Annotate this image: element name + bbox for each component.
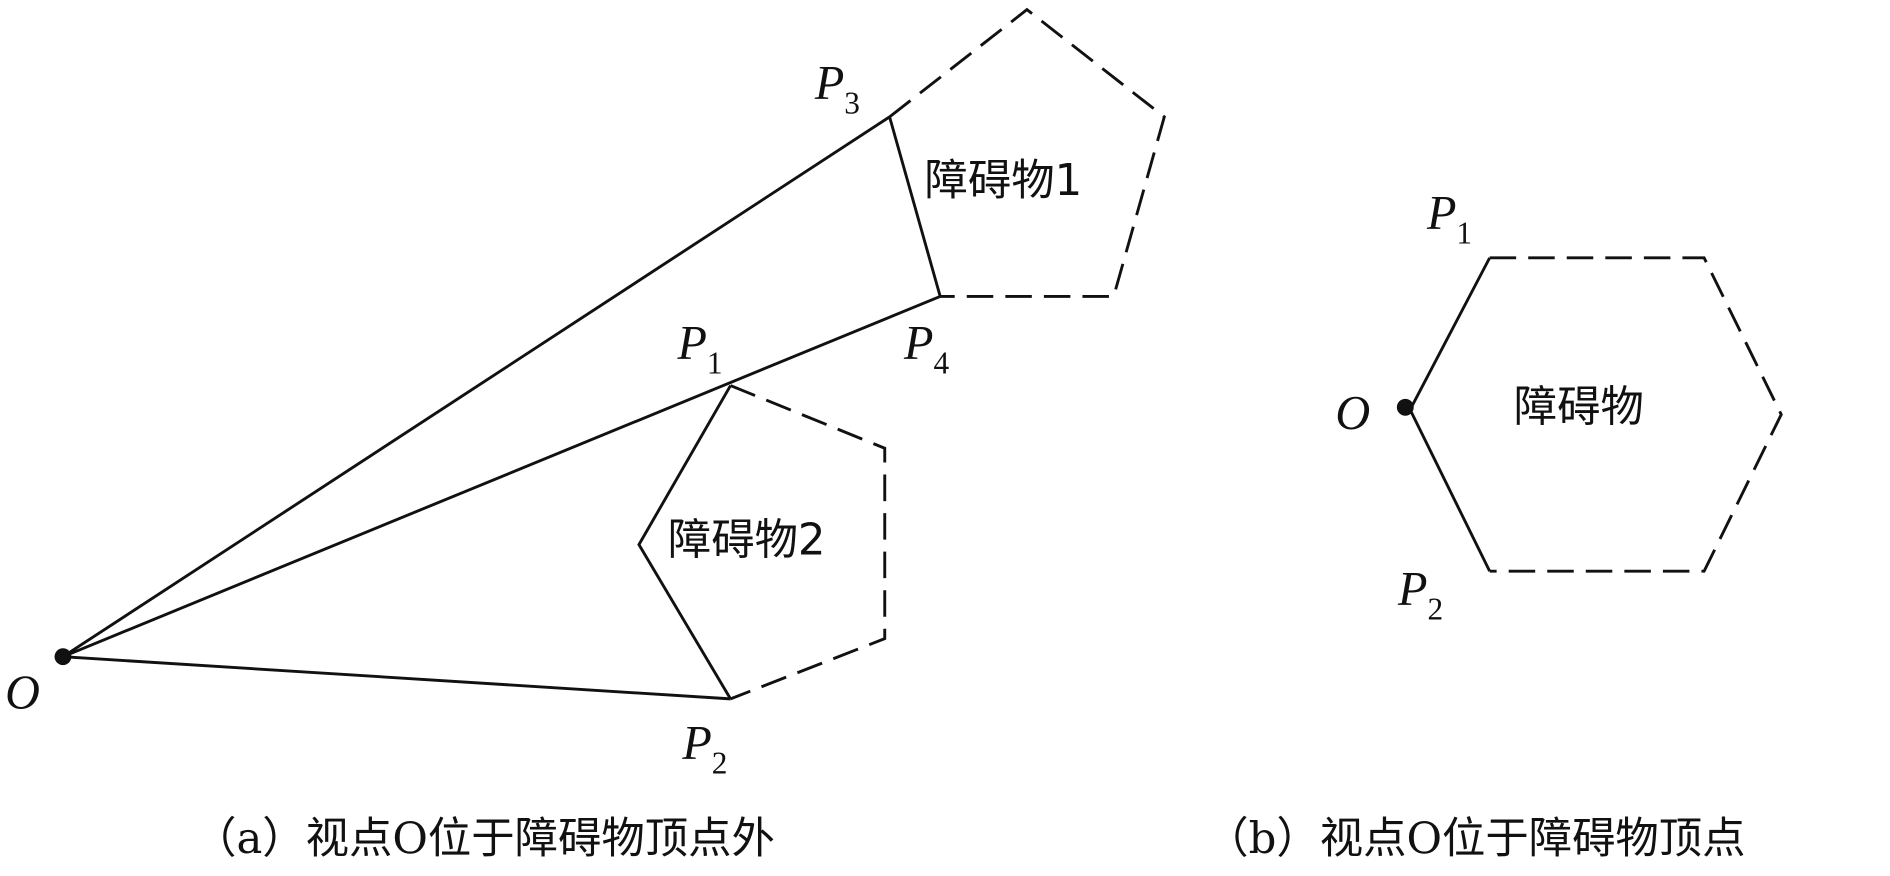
caption-b: （b）视点O位于障碍物顶点 (1205, 814, 1745, 864)
obstacle2-visible-edges (637, 384, 732, 700)
ray-o-p4 (62, 295, 941, 659)
obstacle2-hidden-edges (729, 384, 887, 701)
ray-o-p2 (62, 655, 731, 701)
obstacle-label-b: 障碍物 (1514, 383, 1644, 433)
obstacle1-label: 障碍物1 (925, 156, 1083, 206)
label-p4: P4 (903, 317, 949, 380)
figure-b: O P1 P2 障碍物 （b）视点O位于障碍物顶点 (1205, 187, 1783, 864)
obstacle1-hidden-edges (888, 7, 1166, 298)
obstacle2-label: 障碍物2 (668, 515, 826, 565)
label-p1: P1 (677, 317, 723, 380)
caption-a: （a）视点O位于障碍物顶点外 (193, 814, 775, 864)
viewpoint-dot-b (1396, 398, 1414, 416)
obstacle1-visible-edge (888, 116, 942, 297)
hexagon-hidden-edges (1489, 256, 1783, 573)
label-p2-b: P2 (1397, 563, 1443, 626)
label-o-b: O (1335, 387, 1370, 440)
ray-o-p3 (62, 115, 891, 658)
label-p3: P3 (814, 57, 860, 120)
label-o: O (5, 667, 40, 720)
hexagon-visible-edges (1408, 257, 1491, 572)
viewpoint-dot (54, 648, 72, 666)
figure-a: O P3 P4 P1 P2 障碍物1 障碍物2 （a）视点O位于障碍物顶点外 (5, 7, 1166, 864)
label-p2: P2 (681, 717, 727, 780)
label-p1-b: P1 (1426, 187, 1472, 250)
